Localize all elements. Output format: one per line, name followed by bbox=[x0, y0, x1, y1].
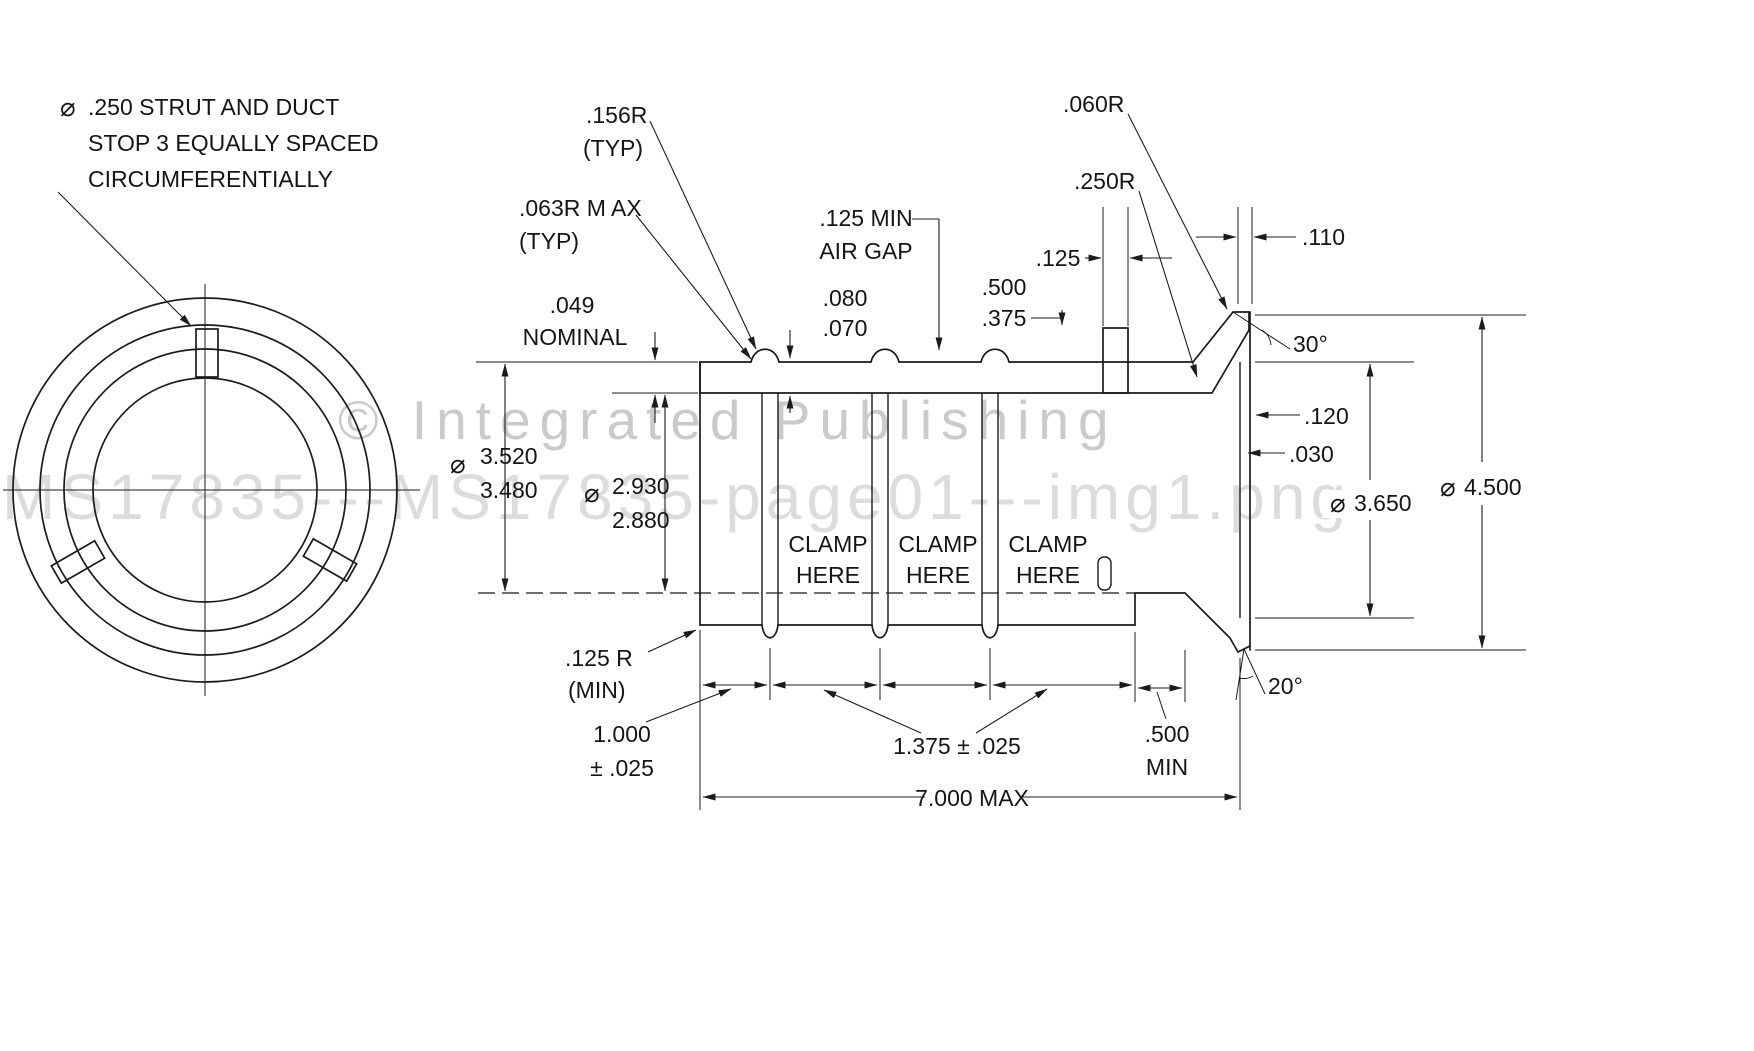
label-flare-angle: 30° bbox=[1293, 331, 1328, 357]
label-flange-edge: .030 bbox=[1289, 441, 1334, 467]
label-bead-radius: .156R bbox=[586, 102, 647, 128]
label-groove-radius: .125 R bbox=[565, 645, 633, 671]
label-end-clearance: .500 bbox=[1145, 721, 1190, 747]
section-view-body bbox=[478, 311, 1251, 654]
fillet-radius-leader bbox=[635, 214, 752, 360]
label-bore-id-max: 2.930 bbox=[612, 473, 670, 499]
flange-radius-leader bbox=[1127, 113, 1228, 310]
third-circle bbox=[63, 348, 347, 632]
diameter-symbol-flange-id: ⌀ bbox=[1330, 488, 1346, 518]
label-end-clearance-note: MIN bbox=[1146, 754, 1188, 780]
label-duct-id-max: 3.520 bbox=[480, 443, 538, 469]
flare-radius-leader bbox=[1138, 190, 1198, 378]
outer-circle bbox=[12, 297, 398, 683]
label-stop-height-min: .375 bbox=[982, 305, 1027, 331]
section-view-labels: .156R (TYP) .063R M AX (TYP) .125 MIN AI… bbox=[450, 91, 1522, 811]
end-view-note: ⌀ .250 STRUT AND DUCT STOP 3 EQUALLY SPA… bbox=[60, 92, 379, 192]
clamp-grooves bbox=[761, 624, 999, 639]
label-spacing-first-tol: ± .025 bbox=[590, 755, 654, 781]
strut-stop-top bbox=[195, 328, 219, 378]
label-spacing-first: 1.000 bbox=[593, 721, 651, 747]
end-view bbox=[3, 191, 420, 696]
body-step-and-chamfer bbox=[1134, 592, 1251, 654]
label-clamp3-word2: HERE bbox=[1016, 562, 1080, 588]
label-overall-length: 7.000 MAX bbox=[915, 785, 1029, 811]
strut-stop-lower-left bbox=[50, 539, 106, 585]
label-air-gap-value: .125 MIN bbox=[819, 205, 912, 231]
pin-detail bbox=[1097, 556, 1112, 591]
strut-note-line2: STOP 3 EQUALLY SPACED bbox=[88, 130, 379, 156]
label-wall-thickness-note: NOMINAL bbox=[523, 324, 628, 350]
duct-stop-section bbox=[1102, 327, 1129, 394]
diameter-symbol-bore-id: ⌀ bbox=[584, 478, 600, 508]
label-fillet-radius: .063R M AX bbox=[519, 195, 642, 221]
label-clamp1-word2: HERE bbox=[796, 562, 860, 588]
label-flare-radius: .250R bbox=[1074, 168, 1135, 194]
strut-note-line1: .250 STRUT AND DUCT bbox=[88, 94, 339, 120]
label-clamp1-word1: CLAMP bbox=[788, 531, 867, 557]
label-bead-radius-typ: (TYP) bbox=[583, 135, 643, 161]
label-stop-height-max: .500 bbox=[982, 274, 1027, 300]
strut-note-line3: CIRCUMFERENTIALLY bbox=[88, 166, 333, 192]
strut-stop-lower-right bbox=[302, 537, 358, 583]
section-view-dimensions bbox=[476, 113, 1532, 810]
label-groove-radius-note: (MIN) bbox=[568, 677, 625, 703]
bead-radius-leader bbox=[649, 120, 757, 350]
label-duct-id-min: 3.480 bbox=[480, 477, 538, 503]
strut-note-leader bbox=[57, 191, 192, 327]
label-air-gap: AIR GAP bbox=[819, 238, 912, 264]
groove-radius-leader bbox=[647, 629, 697, 653]
diameter-symbol-duct-id: ⌀ bbox=[450, 449, 466, 479]
label-clamp2-word2: HERE bbox=[906, 562, 970, 588]
label-bead-height-max: .080 bbox=[823, 285, 868, 311]
inner-circle bbox=[92, 377, 318, 603]
label-clamp2-word1: CLAMP bbox=[898, 531, 977, 557]
second-circle bbox=[39, 324, 371, 656]
label-flange-id: 3.650 bbox=[1354, 490, 1412, 516]
label-chamfer-angle: 20° bbox=[1268, 673, 1303, 699]
label-flange-lip: .120 bbox=[1304, 403, 1349, 429]
label-wall-thickness: .049 bbox=[550, 292, 595, 318]
label-spacing-clamps: 1.375 ± .025 bbox=[893, 733, 1021, 759]
groove-walls bbox=[761, 393, 999, 625]
label-stop-width: .125 bbox=[1036, 245, 1081, 271]
label-clamp3-word1: CLAMP bbox=[1008, 531, 1087, 557]
label-bore-id-min: 2.880 bbox=[612, 507, 670, 533]
label-fillet-radius-typ: (TYP) bbox=[519, 228, 579, 254]
duct-wall-section bbox=[699, 311, 1250, 394]
label-flange-od: 4.500 bbox=[1464, 474, 1522, 500]
label-bead-height-min: .070 bbox=[823, 315, 868, 341]
label-flange-corner-radius: .060R bbox=[1063, 91, 1124, 117]
label-flange-thickness: .110 bbox=[1302, 224, 1345, 250]
diameter-symbol-flange-od: ⌀ bbox=[1440, 472, 1456, 502]
diameter-symbol: ⌀ bbox=[60, 92, 76, 122]
